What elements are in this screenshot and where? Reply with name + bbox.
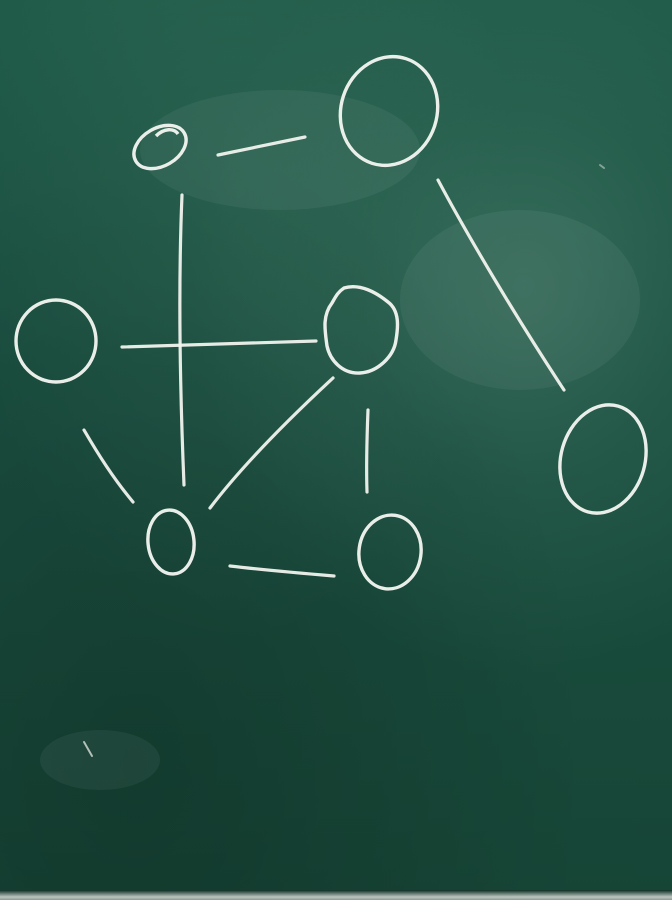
node-bottom-right [357, 513, 423, 591]
edge-left-center [120, 339, 318, 349]
node-right [558, 403, 648, 515]
chalk-mark [83, 741, 93, 757]
node-top-left-mark [154, 128, 180, 138]
chalk-mark [599, 164, 605, 169]
chalk-smudge [140, 90, 420, 210]
chalk-smudge [40, 730, 160, 790]
edge-top-left-top-right [216, 135, 307, 157]
edge-left-bottom-left [82, 428, 135, 504]
chalk-tray [0, 890, 672, 900]
node-top-left [132, 123, 188, 171]
edge-top-right-right [436, 178, 566, 392]
edge-bottom-left-center [208, 376, 335, 510]
node-bottom-left [146, 508, 196, 576]
node-left [14, 298, 98, 384]
edge-bottom-left-bottom-right [228, 564, 336, 578]
node-center [323, 285, 400, 375]
edge-center-bottom-right [364, 408, 370, 494]
node-top-right [338, 54, 440, 168]
chalk-smudge [400, 210, 640, 390]
edge-top-left-bottom-left [178, 193, 186, 487]
